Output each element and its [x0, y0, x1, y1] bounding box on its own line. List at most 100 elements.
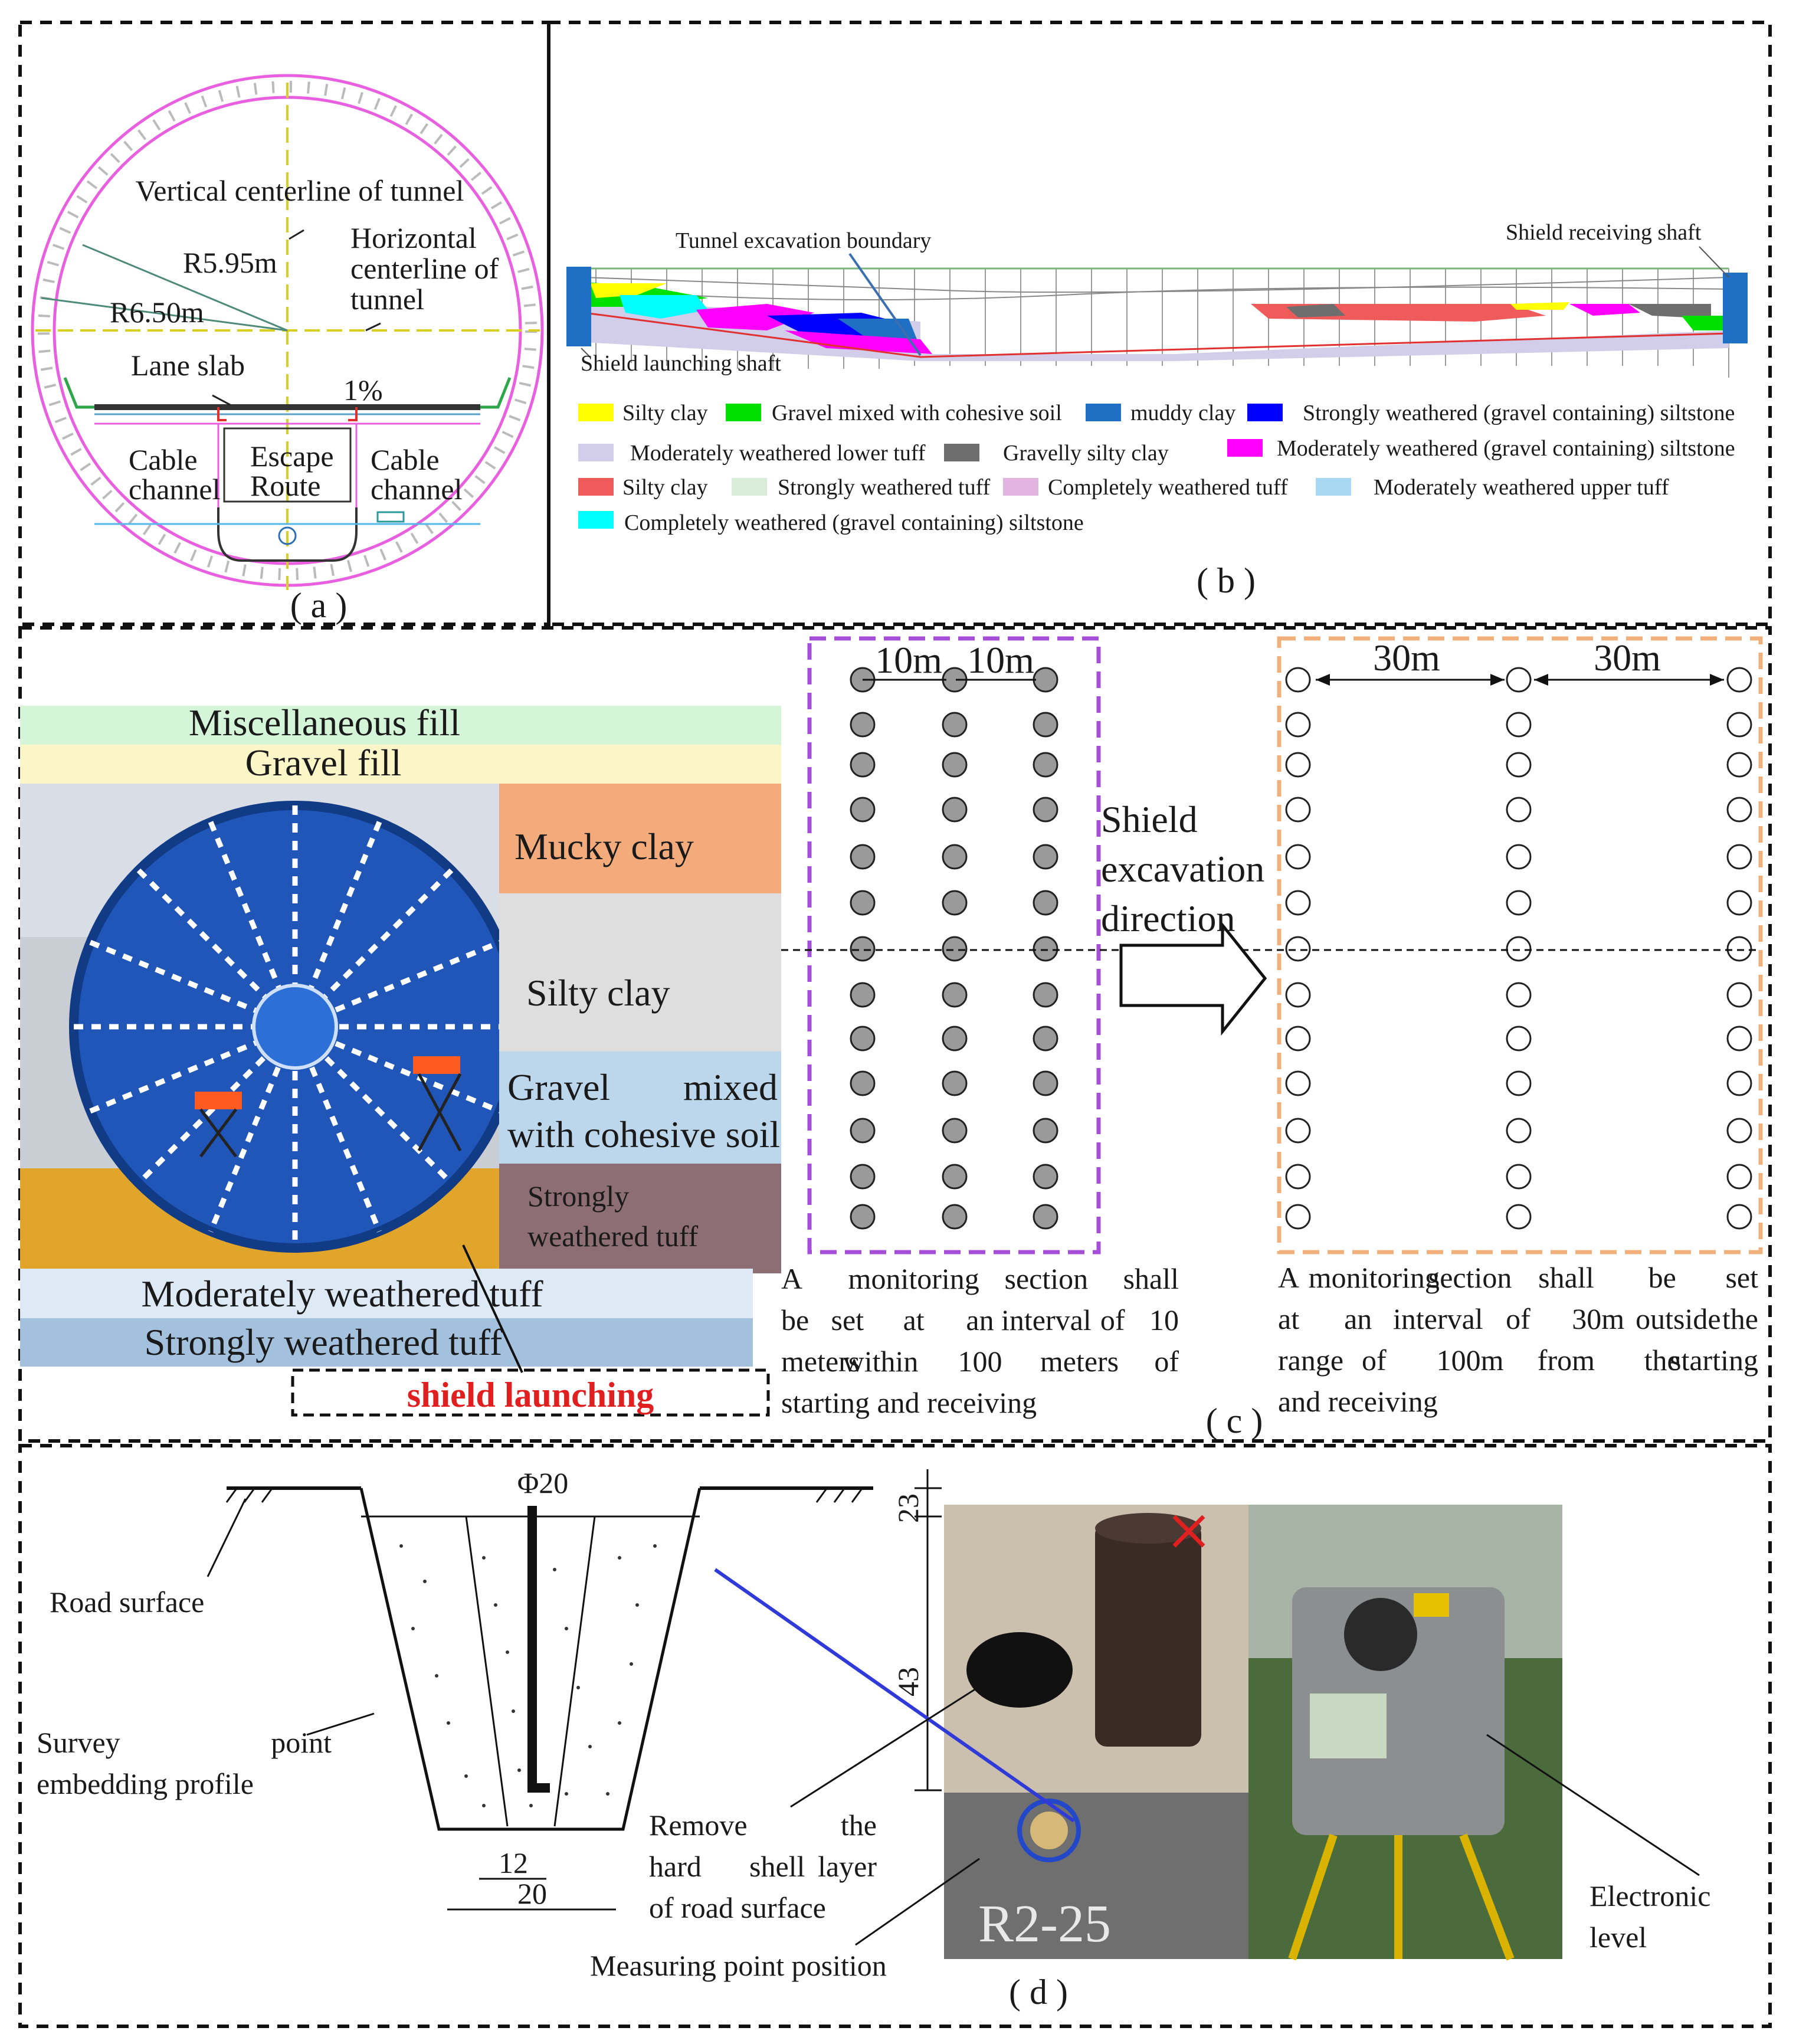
legend-completely-tuff: Completely weathered tuff [1048, 475, 1288, 500]
near-point-2-12 [1033, 1204, 1058, 1230]
label-phi: Φ20 [517, 1466, 569, 1499]
note-far-word: be [1648, 1261, 1676, 1294]
label-strongly-weathered-1: Strongly [527, 1180, 629, 1213]
arrow-slab [212, 394, 231, 406]
near-point-1-3 [942, 797, 968, 823]
label-cable-left-1: Cable [129, 443, 198, 476]
stratum-silty-clay-yellow-2 [1510, 302, 1569, 310]
label-far-spacing-1: 30m [1373, 637, 1440, 679]
label-cable-right-1: Cable [371, 443, 440, 476]
far-point-2-6 [1726, 936, 1752, 962]
near-point-1-4 [942, 844, 968, 870]
lift-platform-right [413, 1056, 460, 1074]
level-lens [1344, 1598, 1417, 1671]
label-remove-4: shell [749, 1850, 805, 1883]
core-sample [1095, 1522, 1201, 1747]
near-point-2-8 [1033, 1026, 1058, 1052]
near-point-2-11 [1033, 1164, 1058, 1190]
near-point-2-3 [1033, 797, 1058, 823]
band-strongly-weathered [499, 1164, 781, 1273]
far-monitoring-grid [1285, 667, 1752, 1230]
marker-highlight [1017, 1799, 1081, 1862]
label-lane-slab: Lane slab [131, 349, 245, 382]
cable-tray [376, 511, 405, 523]
panel-b-frame [547, 21, 1772, 626]
legend-silty-clay: Silty clay [622, 401, 708, 425]
far-point-2-12 [1726, 1204, 1752, 1230]
label-survey-2: point [271, 1726, 332, 1759]
panel-b-geological-profile: Tunnel excavation boundary Shield receiv… [566, 220, 1748, 600]
far-point-1-1 [1506, 712, 1532, 738]
label-near-spacing-1: 10m [875, 639, 942, 681]
drain-pipe [278, 526, 297, 545]
far-point-1-2 [1506, 752, 1532, 778]
near-point-0-3 [850, 797, 876, 823]
label-remove-2: the [841, 1809, 877, 1842]
launching-shaft [566, 267, 591, 346]
legend-swatch-strong-siltstone [1247, 404, 1283, 421]
far-point-2-10 [1726, 1118, 1752, 1144]
note-near-word: 100 [958, 1345, 1002, 1378]
near-point-0-2 [850, 752, 876, 778]
far-point-2-1 [1726, 712, 1752, 738]
far-point-1-5 [1506, 890, 1532, 916]
scissor-lift-right [417, 1073, 462, 1152]
label-miscellaneous-fill: Miscellaneous fill [189, 702, 460, 743]
note-near-word: meters [1040, 1345, 1119, 1378]
launch-arrow [462, 1244, 523, 1373]
stratum-moderate-siltstone-2 [785, 330, 932, 354]
lift-platform-left [195, 1092, 242, 1109]
near-point-1-2 [942, 752, 968, 778]
label-level-2: level [1589, 1921, 1647, 1954]
note-far-word: interval [1393, 1302, 1483, 1335]
label-direction-3: direction [1101, 897, 1235, 939]
label-silty-clay: Silty clay [526, 972, 670, 1014]
panel-a-tunnel-section: Vertical centerline of tunnel Horizontal… [31, 74, 544, 625]
far-monitoring-box [1277, 636, 1763, 1254]
inner-taper-left [465, 1516, 509, 1827]
stratum-gravel-cohesive-2 [1682, 316, 1729, 330]
near-point-0-10 [850, 1118, 876, 1144]
near-point-0-5 [850, 890, 876, 916]
drill-hole [966, 1632, 1073, 1708]
label-dim-depth: 43 [892, 1667, 925, 1696]
note-near-word: of [1100, 1303, 1125, 1337]
stratum-weathered-siltstone-cyan [620, 295, 708, 319]
near-point-2-6 [1033, 936, 1058, 962]
far-point-1-6 [1506, 936, 1532, 962]
note-far-word: at [1278, 1302, 1299, 1335]
far-point-1-4 [1506, 844, 1532, 870]
panel-b-label: ( b ) [1197, 561, 1256, 600]
near-point-0-9 [850, 1070, 876, 1096]
legend-swatch-muddy-clay [1086, 404, 1121, 421]
far-point-0-10 [1285, 1118, 1311, 1144]
tunnel-invert-line [584, 312, 1729, 358]
label-gravel-cohesive-1: Gravel [507, 1066, 610, 1108]
steel-marker-bar [527, 1506, 550, 1793]
far-point-1-11 [1506, 1164, 1532, 1190]
note-near-word: A [781, 1262, 802, 1295]
far-point-0-6 [1285, 936, 1311, 962]
panel-a-frame [18, 21, 550, 626]
near-point-0-8 [850, 1026, 876, 1052]
label-remove-6: of road surface [649, 1891, 826, 1924]
label-vertical-centerline: Vertical centerline of tunnel [136, 174, 464, 207]
legend-gravelly-silty-clay: Gravelly silty clay [1003, 441, 1169, 466]
core-top [1095, 1513, 1201, 1544]
near-point-0-1 [850, 712, 876, 738]
legend-silty-clay-red: Silty clay [622, 475, 708, 500]
panel-d-label: ( d ) [1009, 1973, 1068, 2012]
marker-disc [1030, 1812, 1068, 1849]
note-near-word: shall [1123, 1262, 1179, 1295]
label-cable-left-2: channel [129, 473, 220, 506]
note-far-word: the [1644, 1344, 1680, 1377]
level-screen [1310, 1693, 1387, 1758]
band-silty-clay [499, 893, 781, 1052]
band-strongly-weathered-tuff [20, 1318, 753, 1367]
label-direction-2: excavation [1101, 848, 1264, 890]
radius-line-outer [41, 297, 288, 332]
label-shield-launching: shield launching [407, 1375, 654, 1414]
excavation-direction-arrow [1119, 921, 1267, 1036]
